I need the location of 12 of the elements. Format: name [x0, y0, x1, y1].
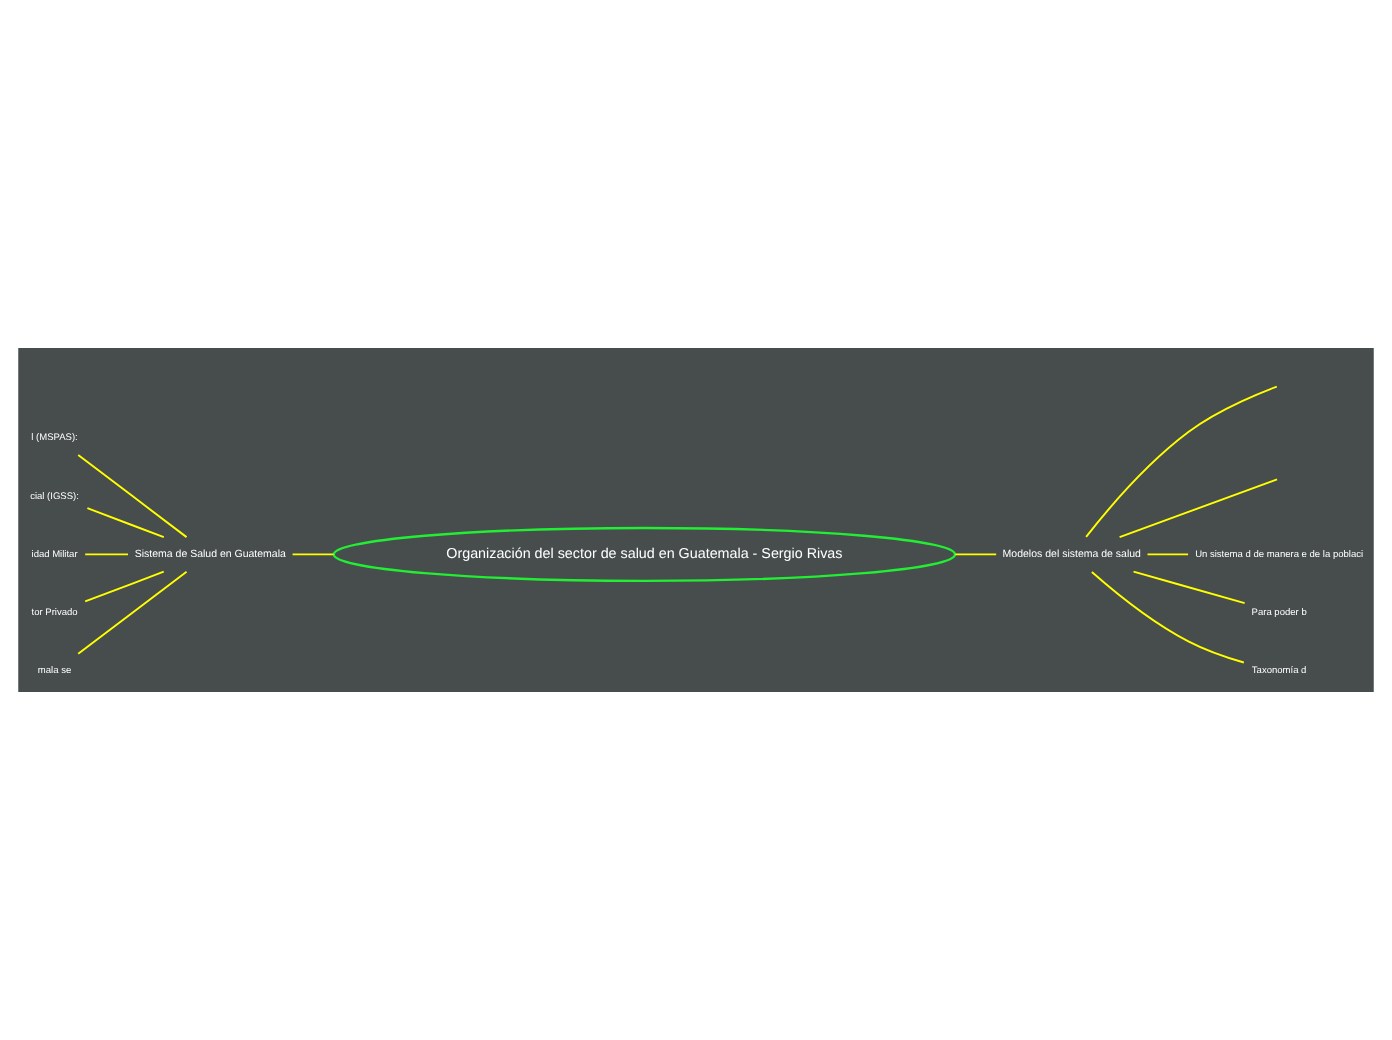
connector	[1085, 385, 1278, 538]
connector	[1146, 553, 1190, 556]
connector	[84, 570, 165, 603]
connector	[954, 553, 998, 556]
connector	[1090, 570, 1245, 664]
connector	[77, 454, 188, 539]
connector	[86, 507, 165, 539]
connector	[84, 553, 129, 556]
connector	[291, 553, 335, 556]
connector	[1132, 570, 1246, 605]
connector	[77, 570, 188, 655]
connector	[1118, 478, 1279, 539]
